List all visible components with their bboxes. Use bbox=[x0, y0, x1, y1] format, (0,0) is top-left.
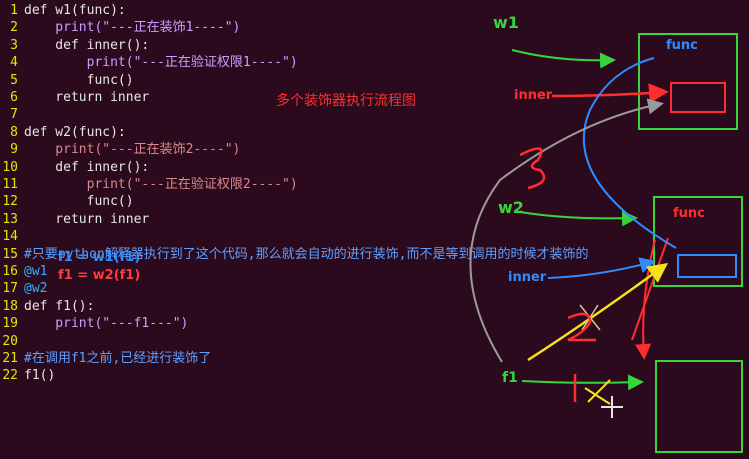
line-number: 6 bbox=[10, 90, 18, 105]
code-text: print("---正在装饰1----") bbox=[24, 20, 241, 36]
arrow-yellow bbox=[527, 263, 669, 362]
line-number: 21 bbox=[2, 351, 18, 366]
label-inner-red: inner bbox=[514, 88, 553, 103]
code-line: 12 func() bbox=[0, 193, 134, 210]
diagram-title: 多个装饰器执行流程图 bbox=[276, 93, 416, 109]
code-text: print("---f1---") bbox=[24, 316, 189, 332]
code-text: #只要python解释器执行到了这个代码,那么就会自动的进行装饰,而不是等到调用… bbox=[24, 246, 589, 262]
func-box-top bbox=[638, 33, 738, 130]
number-3 bbox=[519, 147, 546, 190]
line-number: 1 bbox=[10, 3, 18, 18]
inner-rect-red bbox=[670, 82, 726, 113]
label-inner-blue: inner bbox=[508, 270, 547, 285]
line-number: 15 bbox=[2, 246, 18, 262]
line-number: 9 bbox=[10, 142, 18, 158]
code-text: @w1 bbox=[24, 264, 48, 279]
code-text: def inner(): bbox=[24, 37, 150, 53]
code-line: 6 return inner bbox=[0, 89, 149, 106]
number-2 bbox=[567, 312, 596, 342]
code-line: 13 return inner bbox=[0, 211, 149, 228]
line-number: 7 bbox=[10, 107, 18, 123]
arrow-gray bbox=[469, 98, 664, 363]
code-line: 18 def f1(): bbox=[0, 298, 94, 315]
arrow-w1 bbox=[511, 49, 616, 69]
code-text: def inner(): bbox=[24, 159, 150, 175]
crosshair-icon bbox=[601, 396, 623, 418]
line-number: 12 bbox=[2, 194, 18, 210]
code-line: 9 print("---正在装饰2----") bbox=[0, 141, 240, 158]
code-line: 21 #在调用f1之前,已经进行装饰了 bbox=[0, 350, 211, 367]
code-text: @w2 bbox=[24, 281, 48, 297]
line-number: 8 bbox=[10, 124, 18, 140]
code-line: 10 def inner(): bbox=[0, 159, 149, 176]
code-line: 7 bbox=[0, 106, 24, 123]
line-number: 16 bbox=[2, 264, 18, 279]
code-text: f1() bbox=[24, 368, 56, 384]
line-number: 19 bbox=[2, 316, 18, 332]
line-number: 13 bbox=[2, 211, 18, 227]
line-number: 18 bbox=[2, 298, 18, 314]
line-number: 11 bbox=[2, 177, 18, 192]
arrow-inner-blue bbox=[547, 257, 656, 279]
line-number: 4 bbox=[10, 55, 18, 71]
code-line: 5 func() bbox=[0, 72, 134, 89]
line-number: 3 bbox=[10, 37, 18, 53]
red-curve bbox=[631, 237, 669, 341]
line-number: 17 bbox=[2, 281, 18, 297]
line-number: 10 bbox=[2, 159, 18, 175]
line-number: 5 bbox=[10, 72, 18, 88]
f1-box-bottom bbox=[655, 360, 743, 453]
code-text: return inner bbox=[24, 211, 150, 227]
code-line: 2 print("---正在装饰1----") bbox=[0, 19, 240, 36]
anno-f1-w2: f1 = w2(f1) bbox=[58, 268, 141, 283]
code-text: #在调用f1之前,已经进行装饰了 bbox=[24, 351, 212, 366]
code-line: 15 #只要python解释器执行到了这个代码,那么就会自动的进行装饰,而不是等到… bbox=[0, 246, 588, 263]
label-w1: w1 bbox=[493, 13, 519, 32]
code-line: 3 def inner(): bbox=[0, 37, 149, 54]
line-number: 14 bbox=[2, 229, 18, 245]
blue-curve bbox=[582, 57, 677, 249]
code-text: func() bbox=[24, 72, 134, 88]
code-text: print("---正在验证权限1----") bbox=[24, 55, 298, 71]
code-text: def f1(): bbox=[24, 298, 95, 314]
code-text: def w1(func): bbox=[24, 3, 126, 18]
arrow-f1 bbox=[521, 374, 644, 391]
line-number: 20 bbox=[2, 333, 18, 349]
code-line: 11 print("---正在验证权限2----") bbox=[0, 176, 298, 193]
code-line: 19 print("---f1---") bbox=[0, 315, 188, 332]
anno-f1-w1: f1 = w1(f1) bbox=[58, 250, 141, 265]
code-line: 8 def w2(func): bbox=[0, 124, 126, 141]
line-number: 22 bbox=[2, 368, 18, 384]
code-line: 16 @w1 bbox=[0, 263, 47, 280]
arrow-w2 bbox=[519, 210, 638, 227]
code-text: return inner bbox=[24, 90, 150, 105]
code-line: 20 bbox=[0, 333, 24, 350]
code-line: 1 def w1(func): bbox=[0, 2, 126, 19]
code-text: func() bbox=[24, 194, 134, 210]
func-label-middle: func bbox=[673, 206, 705, 221]
line-number: 2 bbox=[10, 20, 18, 36]
code-line: 17 @w2 bbox=[0, 280, 47, 297]
func-label-top: func bbox=[666, 38, 698, 53]
code-line: 14 bbox=[0, 228, 24, 245]
code-text: def w2(func): bbox=[24, 124, 126, 140]
cross-yellow bbox=[584, 379, 611, 405]
code-line: 22 f1() bbox=[0, 367, 55, 384]
arrow-inner-red bbox=[551, 83, 669, 104]
code-line: 4 print("---正在验证权限1----") bbox=[0, 54, 298, 71]
code-text: print("---正在装饰2----") bbox=[24, 142, 241, 158]
label-w2: w2 bbox=[498, 198, 524, 217]
arrow-red-down bbox=[635, 239, 656, 360]
code-text: print("---正在验证权限2----") bbox=[24, 177, 298, 192]
inner-rect-blue bbox=[677, 254, 737, 278]
label-f1: f1 bbox=[502, 370, 518, 386]
